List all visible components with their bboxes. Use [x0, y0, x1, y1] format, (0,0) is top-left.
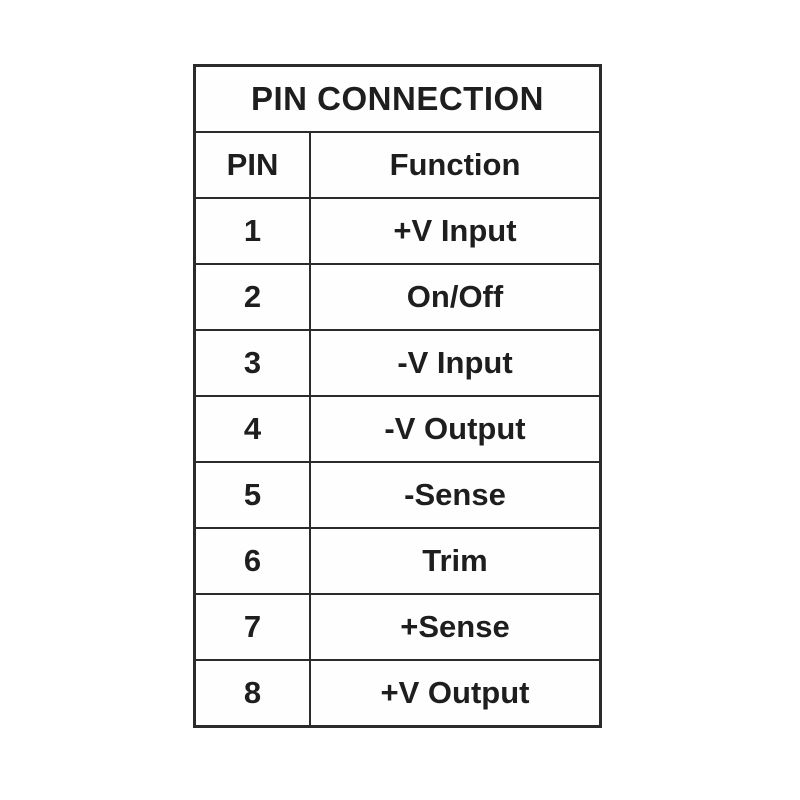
table-row: 8 +V Output — [196, 661, 599, 725]
table-title: PIN CONNECTION — [196, 67, 599, 133]
table-row: 1 +V Input — [196, 199, 599, 265]
pin-number-cell: 6 — [196, 529, 311, 593]
pin-function-cell: +V Input — [393, 213, 517, 248]
table-row: 5 -Sense — [196, 463, 599, 529]
pin-function-cell: -Sense — [404, 477, 506, 512]
pin-connection-table: PIN CONNECTION PIN Function 1 +V Input 2… — [193, 64, 602, 728]
pin-number-cell: 4 — [196, 397, 311, 461]
pin-number-cell: 3 — [196, 331, 311, 395]
pin-number-cell: 2 — [196, 265, 311, 329]
pin-number-cell: 5 — [196, 463, 311, 527]
header-row: PIN Function — [196, 133, 599, 199]
pin-function-cell: Trim — [422, 543, 488, 578]
column-header-pin: PIN — [196, 133, 311, 197]
pin-function-cell: -V Input — [397, 345, 513, 380]
table-row: 6 Trim — [196, 529, 599, 595]
pin-function-cell: On/Off — [406, 279, 504, 314]
pin-number-cell: 8 — [196, 661, 311, 725]
pin-number-cell: 7 — [196, 595, 311, 659]
pin-function-cell: -V Output — [384, 411, 526, 446]
pin-number-cell: 1 — [196, 199, 311, 263]
column-header-function: Function — [389, 147, 521, 182]
table-row: 2 On/Off — [196, 265, 599, 331]
table-row: 3 -V Input — [196, 331, 599, 397]
pin-function-cell: +V Output — [380, 675, 530, 710]
table-row: 4 -V Output — [196, 397, 599, 463]
pin-function-cell: +Sense — [400, 609, 510, 644]
table-row: 7 +Sense — [196, 595, 599, 661]
